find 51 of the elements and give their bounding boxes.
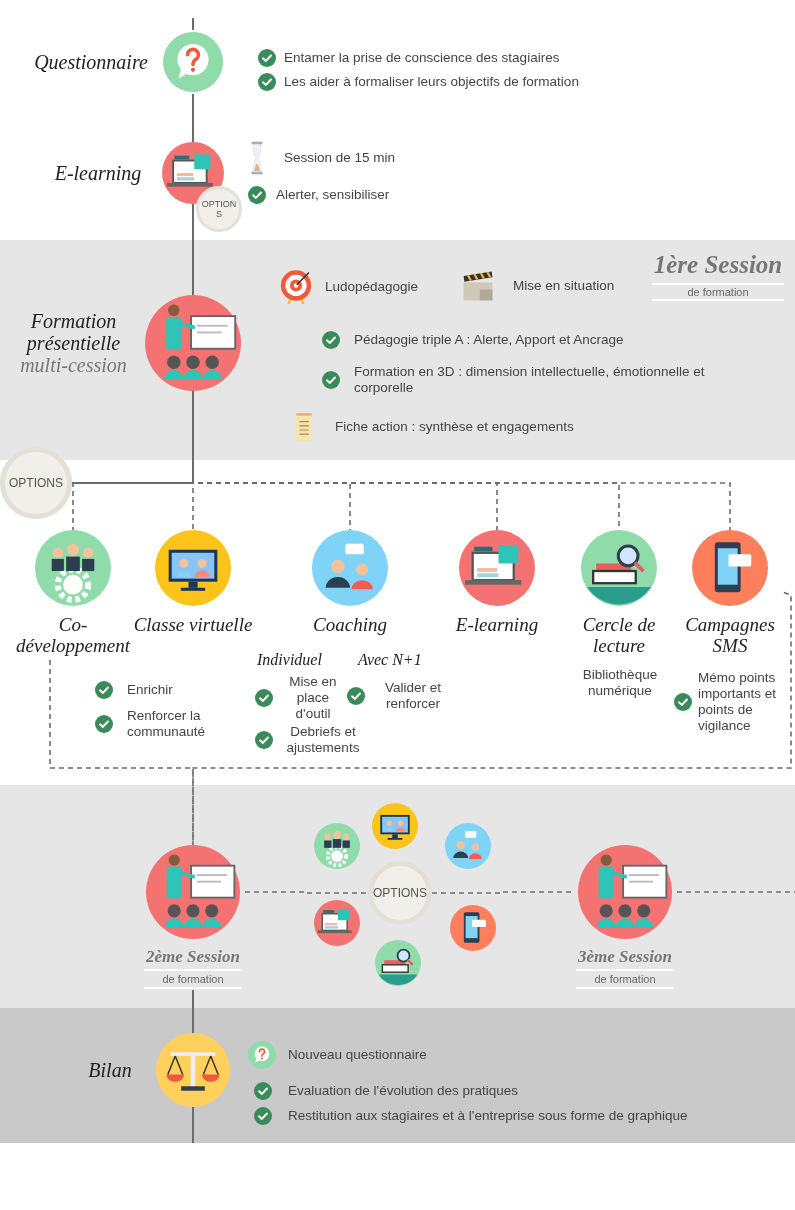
bullet-text: Renforcer la communauté (127, 708, 207, 740)
dashed-line (244, 891, 369, 894)
dashed-line (49, 659, 194, 846)
bullet-text: Bibliothèque numérique (581, 667, 659, 699)
option-title: Co-développement (15, 614, 132, 656)
connector-line (192, 17, 194, 31)
option-title: Classe virtuelle (133, 614, 253, 635)
bullet-text: Fiche action : synthèse et engagements (335, 419, 574, 435)
badge-label: OPTIONS (373, 886, 427, 900)
stage-title: Bilan (88, 1059, 132, 1081)
stage-title: Questionnaire (34, 51, 148, 73)
session-title: 3ème Session (578, 947, 672, 967)
connector-line (192, 203, 194, 296)
badge-label: OPTIONS (9, 476, 63, 490)
bullet-text: Session de 15 min (284, 150, 396, 166)
bullet-text: Mise en place d'outil (288, 674, 338, 722)
session-subtitle: de formation (652, 283, 784, 301)
dashed-line (676, 891, 795, 893)
bullet-text: Nouveau questionnaire (288, 1047, 427, 1063)
bullet-text: Enrichir (127, 682, 173, 698)
bullet-text: Formation en 3D : dimension intellectuelle, émotionnelle et corporelle (354, 364, 706, 396)
option-title: Coaching (313, 614, 387, 635)
bullet-text: Restitution aux stagiaires et à l'entreprise sous forme de graphique (288, 1108, 688, 1124)
option-title: Campagnes SMS (684, 614, 776, 656)
bullet-text: Alerter, sensibiliser (276, 187, 390, 203)
bullet-text: Mise en situation (513, 278, 615, 294)
badge-label: OPTION S (201, 199, 237, 219)
bullet-text: Mémo points importants et points de vigilance (698, 670, 778, 734)
option-title: E-learning (455, 614, 539, 635)
connector-line (192, 989, 194, 1034)
bullet-text: Ludopédagogie (325, 279, 419, 295)
bullet-text: Entamer la prise de conscience des stagiaires (284, 50, 560, 66)
option-title: Cercle de lecture (581, 614, 657, 656)
bullet-text: Les aider à formaliser leurs objectifs de formation (284, 74, 579, 90)
stage-title: E-learning (54, 162, 142, 184)
bullet-text: Valider et renforcer (384, 680, 442, 712)
bullet-text: Debriefs et ajustements (285, 724, 361, 756)
session-subtitle: de formation (144, 969, 242, 989)
session-subtitle: de formation (576, 969, 674, 989)
dashed-line (71, 482, 74, 531)
session-title: 1ère Session (652, 250, 784, 280)
subheading: Individuel (257, 652, 322, 668)
bullet-text: Pédagogie triple A : Alerte, Apport et Ancrage (354, 332, 624, 348)
subheading: Avec N+1 (358, 652, 422, 668)
connector-line (192, 93, 194, 143)
bullet-text: Evaluation de l'évolution des pratiques (288, 1083, 518, 1099)
connector-line (192, 1106, 194, 1144)
stage-title: Formation présentielle (24, 310, 122, 354)
dashed-line (431, 891, 574, 894)
stage-title: multi-cession (20, 354, 127, 376)
session-title: 2ème Session (146, 947, 240, 967)
